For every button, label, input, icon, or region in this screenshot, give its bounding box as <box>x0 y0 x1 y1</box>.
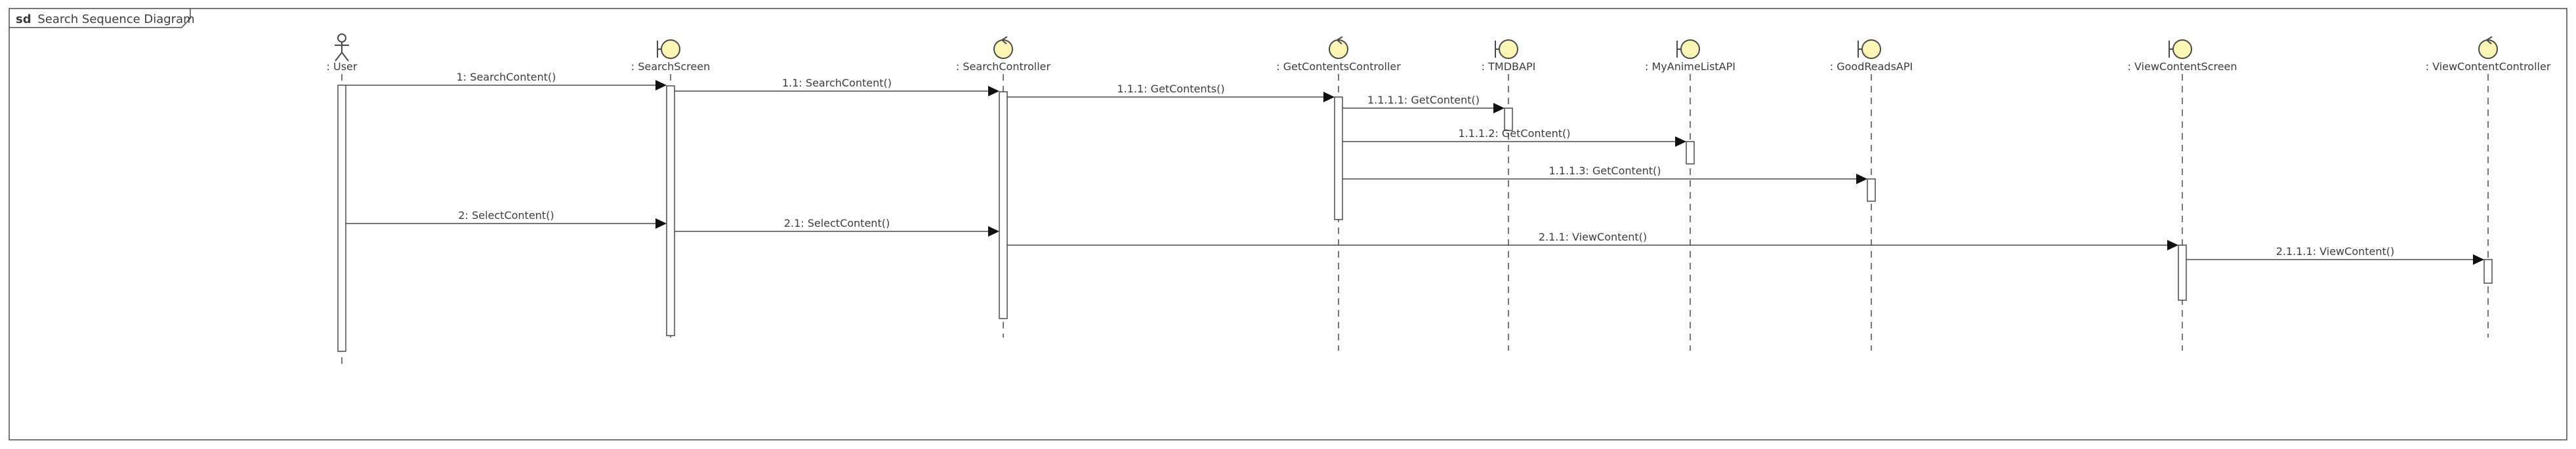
lifeline-label: : User <box>327 60 358 73</box>
lifeline-view-content-controller: : ViewContentController <box>2426 36 2551 338</box>
message-label: 1: SearchContent() <box>457 71 556 83</box>
message-label: 1.1.1.1: GetContent() <box>1367 94 1480 106</box>
message: 2.1.1.1: ViewContent() <box>2186 245 2484 265</box>
message-arrowhead <box>655 218 667 229</box>
message-arrowhead <box>1675 136 1686 147</box>
activation-bar-goodreads-api <box>1867 178 1876 202</box>
frame-keyword: sd <box>16 12 31 26</box>
boundary-icon <box>1676 39 1700 59</box>
activation-bar-tmdb-api <box>1504 107 1513 131</box>
lifeline-myanimelist-api: : MyAnimeListAPI <box>1645 39 1735 351</box>
control-icon <box>1329 36 1348 59</box>
frame-title-tab <box>9 9 191 28</box>
boundary-icon <box>2169 39 2192 59</box>
message-label: 1.1.1.3: GetContent() <box>1548 165 1661 177</box>
message: 2: SelectContent() <box>346 209 667 229</box>
activation-bar-user <box>337 85 346 352</box>
lifeline-label: : SearchScreen <box>631 60 710 73</box>
control-circle <box>2478 39 2498 59</box>
boundary-circle <box>1680 39 1700 59</box>
message: 1.1: SearchContent() <box>675 77 999 96</box>
messages: 1: SearchContent() 1.1: SearchContent() 1.… <box>346 71 2484 265</box>
message-arrowhead <box>1323 92 1335 102</box>
message-label: 1.1.1.2: GetContent() <box>1458 127 1570 140</box>
activation-bars <box>337 85 2493 352</box>
activation-bar-search-controller <box>999 91 1008 319</box>
lifeline-label: : ViewContentController <box>2426 60 2551 73</box>
control-circle <box>1329 39 1348 59</box>
message-label: 2.1: SelectContent() <box>784 217 890 229</box>
message-label: 2.1.1.1: ViewContent() <box>2276 245 2395 258</box>
boundary-circle <box>1499 39 1518 59</box>
message: 1.1.1: GetContents() <box>1007 83 1335 102</box>
message-arrowhead <box>2473 254 2484 265</box>
message-label: 1.1: SearchContent() <box>782 77 892 89</box>
lifeline-label: : SearchController <box>956 60 1051 73</box>
lifeline-tmdb-api: : TMDBAPI <box>1482 39 1536 351</box>
activation-bar-view-content-screen <box>2178 244 2187 301</box>
lifeline-goodreads-api: : GoodReadsAPI <box>1830 39 1913 351</box>
lifeline-label: : GoodReadsAPI <box>1830 60 1913 73</box>
message-arrowhead <box>2167 240 2178 250</box>
actor-leg-left <box>335 52 343 62</box>
lifeline-label: : TMDBAPI <box>1482 60 1536 73</box>
activation-bar-myanimelist-api <box>1686 141 1695 165</box>
message-label: 1.1.1: GetContents() <box>1117 83 1224 95</box>
message-arrowhead <box>988 226 999 237</box>
boundary-icon <box>1858 39 1881 59</box>
lifeline-view-content-screen: : ViewContentScreen <box>2127 39 2237 351</box>
lifelines: : User : SearchScreen : SearchController : … <box>327 33 2551 367</box>
frame-border <box>9 8 2567 440</box>
actor-icon <box>335 33 349 62</box>
message-arrowhead <box>1493 103 1505 113</box>
message: 2.1.1: ViewContent() <box>1007 231 2178 250</box>
message-arrowhead <box>1856 174 1867 184</box>
boundary-circle <box>2172 39 2192 59</box>
control-arrow <box>1001 36 1008 45</box>
message: 2.1: SelectContent() <box>675 217 999 237</box>
frame-title-text: Search Sequence Diagram <box>37 12 194 26</box>
lifeline-get-contents-controller: : GetContentsController <box>1276 36 1401 351</box>
lifeline-label: : ViewContentScreen <box>2127 60 2237 73</box>
boundary-icon <box>657 39 680 59</box>
boundary-icon <box>1495 39 1518 59</box>
message: 1.1.1.3: GetContent() <box>1342 165 1867 184</box>
control-circle <box>993 39 1013 59</box>
message: 1: SearchContent() <box>346 71 667 90</box>
control-icon <box>2478 36 2498 59</box>
control-arrow <box>2486 36 2493 45</box>
activation-bar-get-contents-controller <box>1334 96 1343 220</box>
activation-bar-view-content-controller <box>2483 259 2493 284</box>
boundary-circle <box>661 39 680 59</box>
boundary-circle <box>1861 39 1881 59</box>
actor-leg-right <box>341 52 349 62</box>
control-arrow <box>1337 36 1343 45</box>
message-label: 2: SelectContent() <box>458 209 554 222</box>
lifeline-label: : MyAnimeListAPI <box>1645 60 1735 73</box>
diagram-frame: sd Search Sequence Diagram <box>9 8 2567 440</box>
control-icon <box>993 36 1013 59</box>
activation-bar-search-screen <box>666 85 675 336</box>
message-label: 2.1.1: ViewContent() <box>1539 231 1647 243</box>
message-arrowhead <box>655 80 667 90</box>
message-arrowhead <box>988 86 999 96</box>
frame-title: sd Search Sequence Diagram <box>16 12 195 26</box>
actor-head <box>337 33 346 43</box>
message: 1.1.1.2: GetContent() <box>1342 127 1686 147</box>
message: 1.1.1.1: GetContent() <box>1342 94 1505 113</box>
lifeline-label: : GetContentsController <box>1276 60 1401 73</box>
